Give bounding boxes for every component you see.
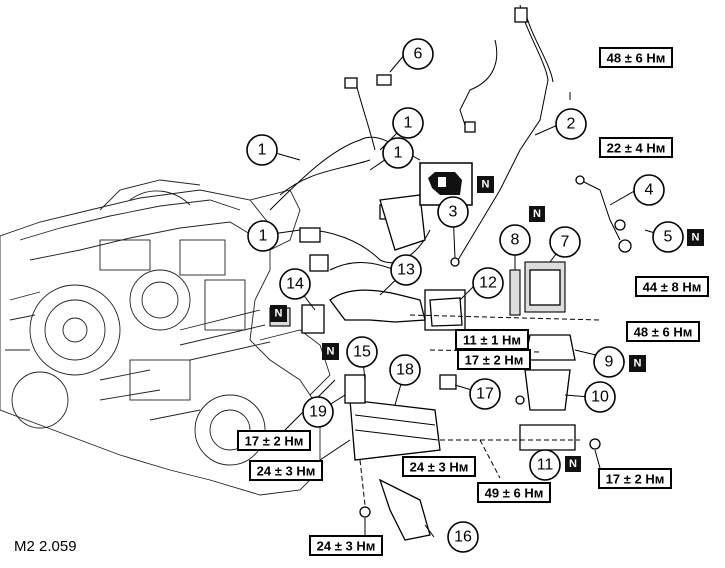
svg-text:N: N <box>692 232 700 244</box>
callout-15: 15 <box>346 336 378 368</box>
torque-label-8: 24 ± 3 Нм <box>249 460 323 481</box>
svg-text:8: 8 <box>511 232 520 249</box>
svg-text:7: 7 <box>561 234 570 251</box>
svg-text:6: 6 <box>414 46 423 63</box>
callout-1a: 1 <box>246 134 278 166</box>
torque-label-11: 17 ± 2 Нм <box>598 468 672 489</box>
svg-text:2: 2 <box>567 116 576 133</box>
svg-text:N: N <box>634 358 642 370</box>
svg-text:4: 4 <box>645 182 654 199</box>
svg-text:16: 16 <box>454 529 472 546</box>
callout-5: 5 <box>652 221 684 253</box>
egr-pipes <box>301 175 632 334</box>
svg-text:N: N <box>275 308 283 320</box>
callout-3: 3 <box>437 196 469 228</box>
torque-label-7: 17 ± 2 Нм <box>237 430 311 451</box>
svg-text:1: 1 <box>258 142 267 159</box>
torque-label-1: 48 ± 6 Нм <box>599 47 673 68</box>
callout-18: 18 <box>389 354 421 386</box>
callout-8: 8 <box>499 224 531 256</box>
svg-text:17 ± 2 Нм: 17 ± 2 Нм <box>465 353 524 368</box>
oil-dipstick-tube <box>450 4 554 267</box>
new-part-mark-14: N <box>270 305 287 322</box>
svg-text:14: 14 <box>286 276 304 293</box>
svg-text:17 ± 2 Нм: 17 ± 2 Нм <box>245 434 304 449</box>
svg-text:24 ± 3 Нм: 24 ± 3 Нм <box>257 464 316 479</box>
callout-1c: 1 <box>382 137 414 169</box>
svg-text:N: N <box>327 346 335 358</box>
svg-text:11: 11 <box>537 457 554 474</box>
callout-4: 4 <box>633 174 665 206</box>
svg-text:11 ± 1 Нм: 11 ± 1 Нм <box>463 333 521 348</box>
svg-text:13: 13 <box>397 262 415 279</box>
svg-text:1: 1 <box>394 145 403 162</box>
new-part-mark-15: N <box>322 343 339 360</box>
torque-label-4: 48 ± 6 Нм <box>626 321 700 342</box>
svg-text:15: 15 <box>353 344 371 361</box>
svg-text:N: N <box>533 208 541 220</box>
callout-12: 12 <box>472 267 504 299</box>
callout-1b: 1 <box>392 107 424 139</box>
callout-17: 17 <box>469 378 501 410</box>
svg-text:48 ± 6 Нм: 48 ± 6 Нм <box>607 51 666 66</box>
wiring-harness <box>269 74 431 272</box>
figure-code: M2 2.059 <box>14 538 77 555</box>
torque-label-10: 49 ± 6 Нм <box>477 482 551 503</box>
callout-9: 9 <box>593 346 625 378</box>
svg-text:48 ± 6 Нм: 48 ± 6 Нм <box>634 325 693 340</box>
svg-text:44 ± 8 Нм: 44 ± 8 Нм <box>643 280 702 295</box>
new-part-mark-5: N <box>687 229 704 246</box>
svg-text:9: 9 <box>605 354 614 371</box>
egr-cooler <box>344 374 457 541</box>
new-part-mark-inset: N <box>477 176 494 193</box>
callout-16: 16 <box>447 521 479 553</box>
svg-text:17: 17 <box>476 386 494 403</box>
svg-text:24 ± 3 Нм: 24 ± 3 Нм <box>410 460 469 475</box>
new-part-mark-9: N <box>629 355 646 372</box>
callout-10: 10 <box>584 381 616 413</box>
svg-text:19: 19 <box>309 404 327 421</box>
new-part-mark-11: N <box>565 456 581 472</box>
svg-text:10: 10 <box>591 389 609 406</box>
svg-text:3: 3 <box>449 204 458 221</box>
svg-text:N: N <box>569 458 577 470</box>
svg-text:1: 1 <box>259 228 268 245</box>
callout-19: 19 <box>302 396 334 428</box>
svg-text:12: 12 <box>479 275 497 292</box>
callout-6: 6 <box>402 38 434 70</box>
callout-14: 14 <box>279 268 311 300</box>
torque-label-9: 24 ± 3 Нм <box>402 456 476 477</box>
svg-text:22 ± 4 Нм: 22 ± 4 Нм <box>607 141 666 156</box>
torque-label-2: 22 ± 4 Нм <box>599 137 673 158</box>
callout-13: 13 <box>390 254 422 286</box>
egr-valve-assembly <box>509 261 601 451</box>
svg-text:5: 5 <box>664 229 673 246</box>
svg-text:49 ± 6 Нм: 49 ± 6 Нм <box>485 486 544 501</box>
torque-label-6: 17 ± 2 Нм <box>457 349 531 370</box>
callout-7: 7 <box>549 226 581 258</box>
callout-11: 11 <box>529 449 561 481</box>
svg-text:17 ± 2 Нм: 17 ± 2 Нм <box>606 472 665 487</box>
svg-text:N: N <box>482 179 490 191</box>
callout-1d: 1 <box>247 220 279 252</box>
torque-label-5: 11 ± 1 Нм <box>455 329 529 350</box>
svg-text:18: 18 <box>396 362 414 379</box>
callout-2: 2 <box>555 108 587 140</box>
svg-text:1: 1 <box>404 115 413 132</box>
svg-text:24 ± 3 Нм: 24 ± 3 Нм <box>317 539 376 554</box>
new-part-mark-bolt: N <box>529 206 545 222</box>
torque-label-3: 44 ± 8 Нм <box>635 276 709 297</box>
torque-label-12: 24 ± 3 Нм <box>309 535 383 556</box>
